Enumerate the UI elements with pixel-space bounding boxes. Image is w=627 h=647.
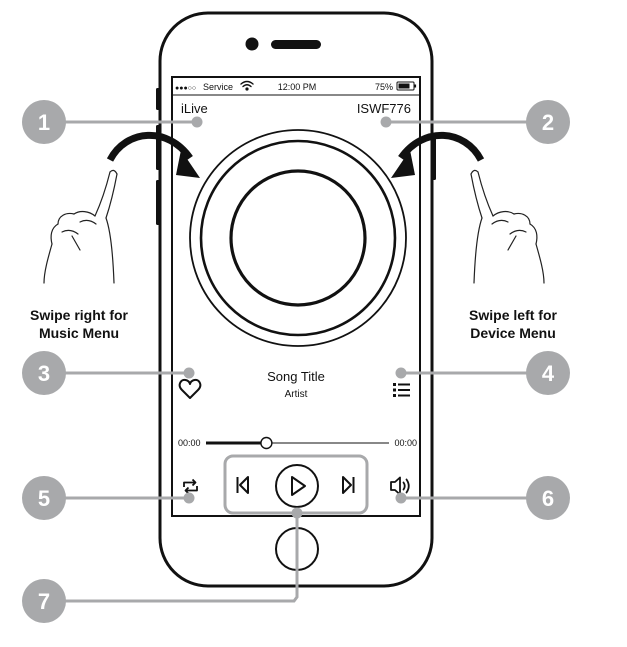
- app-logo-label: iLive: [181, 101, 208, 116]
- status-signal: ●●●○○: [175, 85, 196, 92]
- svg-text:6: 6: [542, 486, 554, 511]
- play-button[interactable]: [275, 464, 319, 508]
- album-art-outer-ring[interactable]: [189, 129, 407, 347]
- svg-text:5: 5: [38, 486, 50, 511]
- artist-name: Artist: [285, 389, 308, 400]
- swipe-left-caption-line2: Device Menu: [470, 325, 556, 341]
- skip-next-icon[interactable]: [342, 476, 355, 494]
- svg-text:7: 7: [38, 589, 50, 614]
- phone-volume-up: [156, 125, 160, 170]
- elapsed-time: 00:00: [178, 438, 201, 448]
- album-art-middle-ring: [199, 139, 397, 337]
- callout-7: 7: [22, 579, 66, 623]
- phone-volume-down: [156, 180, 160, 225]
- progress-scrubber-knob[interactable]: [260, 436, 273, 450]
- phone-power-button: [432, 135, 436, 180]
- callout-anchors: [183, 116, 407, 519]
- callout-4: 4: [526, 351, 570, 395]
- front-camera: [245, 37, 259, 51]
- phone-mute-switch: [156, 88, 160, 110]
- remaining-time: 00:00: [394, 438, 417, 448]
- battery-icon: [396, 81, 417, 91]
- song-title: Song Title: [267, 369, 325, 384]
- svg-text:3: 3: [38, 361, 50, 386]
- status-carrier: Service: [203, 82, 233, 92]
- status-battery-percent: 75%: [375, 82, 393, 92]
- callout-1: 1: [22, 100, 66, 144]
- list-icon[interactable]: [393, 383, 410, 397]
- device-name-label[interactable]: ISWF776: [357, 101, 411, 116]
- status-time: 12:00 PM: [278, 82, 317, 92]
- callout-6: 6: [526, 476, 570, 520]
- phone-screen: [171, 76, 421, 517]
- repeat-icon[interactable]: [183, 478, 198, 495]
- hand-swipe-right-icon: [43, 169, 118, 284]
- callout-5: 5: [22, 476, 66, 520]
- swipe-left-caption-line1: Swipe left for: [469, 307, 557, 323]
- hand-swipe-left-icon: [470, 169, 545, 284]
- play-icon[interactable]: [291, 476, 306, 496]
- svg-text:1: 1: [38, 110, 50, 135]
- album-art-inner-ring: [229, 169, 367, 307]
- earpiece-speaker: [271, 40, 321, 49]
- swipe-right-caption-line1: Swipe right for: [30, 307, 129, 323]
- callout-leaders: [44, 120, 548, 603]
- svg-text:4: 4: [542, 361, 555, 386]
- wifi-icon: [240, 80, 254, 91]
- callout-3: 3: [22, 351, 66, 395]
- heart-icon[interactable]: [178, 378, 202, 399]
- swipe-right-arrow-icon: [106, 131, 200, 178]
- svg-text:2: 2: [542, 110, 554, 135]
- swipe-left-arrow-icon: [391, 131, 485, 178]
- callout-2: 2: [526, 100, 570, 144]
- swipe-right-caption-line2: Music Menu: [39, 325, 119, 341]
- skip-previous-icon[interactable]: [236, 476, 249, 494]
